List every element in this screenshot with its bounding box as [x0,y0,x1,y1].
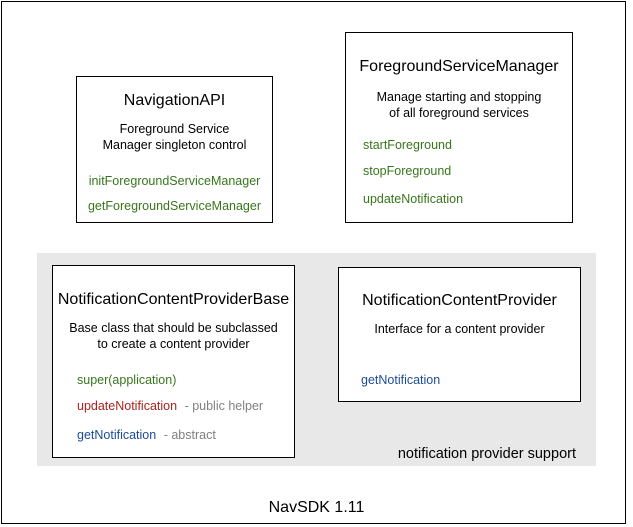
class-box-foreground-service-manager: ForegroundServiceManager Manage starting… [345,32,573,223]
method-name: initForegroundServiceManager [88,174,261,188]
method-name: super(application) [77,373,177,387]
outer-frame [1,1,626,524]
method-name: getForegroundServiceManager [87,199,262,213]
method-name: updateNotification [77,399,178,413]
description-line: Base class that should be subclassed [69,321,278,335]
description-line: to create a content provider [97,337,250,351]
description-line: of all foreground services [389,106,529,120]
class-box-notification-content-provider-base: NotificationContentProviderBase Base cla… [52,265,295,458]
description-line: Interface for a content provider [374,322,545,336]
class-description-navigation-api: Foreground Service Manager singleton con… [77,121,272,153]
method-init-foreground-service-manager: initForegroundServiceManager [77,175,272,188]
method-update-notification: updateNotification [363,193,463,206]
method-get-notification-abstract: getNotification - abstract [77,429,216,442]
method-get-foreground-service-manager: getForegroundServiceManager [77,200,272,213]
method-name: stopForeground [363,164,452,178]
class-description-foreground-service-manager: Manage starting and stopping of all fore… [346,89,572,121]
method-name: getNotification [77,428,157,442]
method-update-notification-helper: updateNotification - public helper [77,400,263,413]
notification-provider-support-panel: NotificationContentProviderBase Base cla… [37,253,596,466]
panel-label: notification provider support [397,446,576,462]
description-line: Manager singleton control [102,138,247,152]
method-name: getNotification [361,373,441,387]
description-line: Manage starting and stopping [376,90,542,104]
method-annotation: - public helper [184,399,264,413]
class-title-foreground-service-manager: ForegroundServiceManager [359,58,559,75]
class-title-notification-content-provider: NotificationContentProvider [362,292,557,309]
method-super-application: super(application) [77,374,176,387]
description-line: Foreground Service [119,122,230,136]
class-description-notification-content-provider: Interface for a content provider [339,321,580,337]
class-title-notification-content-provider-base: NotificationContentProviderBase [57,291,290,308]
diagram-footer-label: NavSDK 1.11 [268,499,365,516]
class-description-notification-content-provider-base: Base class that should be subclassed to … [53,320,294,352]
class-box-notification-content-provider: NotificationContentProvider Interface fo… [338,267,581,402]
class-box-navigation-api: NavigationAPI Foreground Service Manager… [76,76,273,223]
method-annotation: - abstract [163,428,216,442]
method-name: updateNotification [363,192,464,206]
method-start-foreground: startForeground [363,139,452,152]
class-title-navigation-api: NavigationAPI [123,92,226,109]
method-stop-foreground: stopForeground [363,165,451,178]
method-name: startForeground [363,138,452,152]
method-get-notification: getNotification [361,374,440,387]
